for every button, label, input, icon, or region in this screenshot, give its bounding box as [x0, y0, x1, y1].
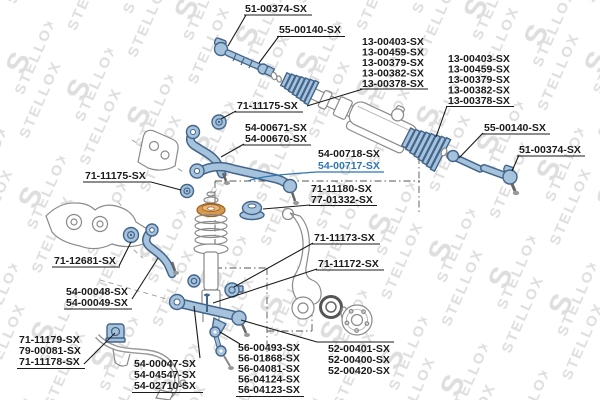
label-bellow-left-2[interactable]: 13-00459-SX — [362, 47, 424, 59]
label-guide-arm-2[interactable]: 54-00049-SX — [66, 297, 128, 309]
tie-rod-right-drawing — [440, 147, 520, 196]
label-bellow-left-4[interactable]: 13-00382-SX — [362, 68, 424, 80]
label-wheel-bearing-3[interactable]: 52-00420-SX — [328, 365, 390, 377]
label-bellow-left-5[interactable]: 13-00378-SX — [362, 78, 424, 90]
label-lower-bushing-rear[interactable]: 71-11173-SX — [314, 232, 375, 244]
label-strut-mount-2[interactable]: 77-01332-SX — [311, 194, 373, 206]
steering-bellow-left — [279, 71, 320, 106]
stabilizer-bushing-part — [105, 323, 126, 343]
label-bellow-right-3[interactable]: 13-00379-SX — [448, 74, 510, 86]
wheel-hub-drawing — [341, 304, 373, 336]
label-wheel-bearing-1[interactable]: 52-00401-SX — [328, 343, 390, 355]
label-upper-bushing-rear[interactable]: 71-11175-SX — [237, 100, 298, 112]
steering-rack-drawing — [279, 71, 452, 173]
label-bellow-right-1[interactable]: 13-00403-SX — [448, 53, 510, 65]
label-stab-link-4[interactable]: 56-04124-SX — [238, 374, 300, 386]
label-stab-link-1[interactable]: 56-00493-SX — [238, 342, 300, 354]
subframe-top-bracket-drawing — [137, 129, 179, 171]
wheel-bearing-drawing — [319, 295, 348, 320]
label-steering-rod-right[interactable]: 55-00140-SX — [484, 122, 546, 134]
subframe-bushing-part — [122, 226, 140, 244]
upper-bushing-front-part — [179, 183, 195, 199]
label-tie-rod-end-right[interactable]: 51-00374-SX — [519, 144, 581, 156]
label-upper-arm-front-alt[interactable]: 54-00718-SX — [318, 148, 380, 160]
guide-arm-drawing — [142, 223, 179, 279]
label-bellow-left-3[interactable]: 13-00379-SX — [362, 57, 424, 69]
steering-bellow-right — [400, 127, 452, 173]
label-strut-mount-1[interactable]: 71-11180-SX — [311, 183, 372, 195]
label-guide-arm-1[interactable]: 54-00048-SX — [66, 286, 128, 298]
label-stab-bushing-1[interactable]: 71-11179-SX — [19, 334, 80, 346]
strut-mount-part — [239, 200, 265, 221]
label-bellow-left-1[interactable]: 13-00403-SX — [362, 36, 424, 48]
label-lower-arm-2[interactable]: 54-04547-SX — [134, 369, 196, 381]
label-bellow-right-4[interactable]: 13-00382-SX — [448, 85, 510, 97]
label-stab-link-2[interactable]: 56-01868-SX — [238, 353, 300, 365]
leader-lines — [17, 14, 585, 398]
label-steering-rod-top[interactable]: 55-00140-SX — [279, 24, 341, 36]
part-labels: 51-00374-SX 55-00140-SX 13-00403-SX 13-0… — [19, 3, 581, 396]
label-stab-bushing-2[interactable]: 79-00081-SX — [19, 345, 81, 357]
upper-arm-front-drawing — [189, 161, 299, 205]
label-lower-arm-3[interactable]: 54-02710-SX — [134, 380, 196, 392]
tie-rod-left-drawing — [213, 37, 282, 83]
knuckle-drawing — [281, 207, 322, 320]
label-lower-bushing-front[interactable]: 71-11172-SX — [318, 258, 379, 270]
label-upper-arm-rear-1[interactable]: 54-00671-SX — [245, 122, 307, 134]
label-bellow-right-5[interactable]: 13-00378-SX — [448, 95, 510, 107]
label-stab-bushing-3[interactable]: 71-11178-SX — [19, 356, 80, 368]
label-stab-link-5[interactable]: 56-04123-SX — [238, 384, 300, 396]
label-lower-arm-1[interactable]: 54-00047-SX — [134, 358, 196, 370]
label-upper-arm-rear-2[interactable]: 54-00670-SX — [245, 133, 307, 145]
label-tie-rod-end-top[interactable]: 51-00374-SX — [245, 3, 307, 15]
label-upper-arm-front-selected[interactable]: 54-00717-SX — [318, 160, 380, 172]
label-subframe-bushing[interactable]: 71-12681-SX — [54, 255, 116, 267]
label-upper-bushing-front[interactable]: 71-11175-SX — [85, 170, 146, 182]
label-bellow-right-2[interactable]: 13-00459-SX — [448, 64, 510, 76]
label-wheel-bearing-2[interactable]: 52-00400-SX — [328, 354, 390, 366]
label-stab-link-3[interactable]: 56-04081-SX — [238, 363, 300, 375]
lower-bushing-rear-part — [187, 274, 201, 288]
